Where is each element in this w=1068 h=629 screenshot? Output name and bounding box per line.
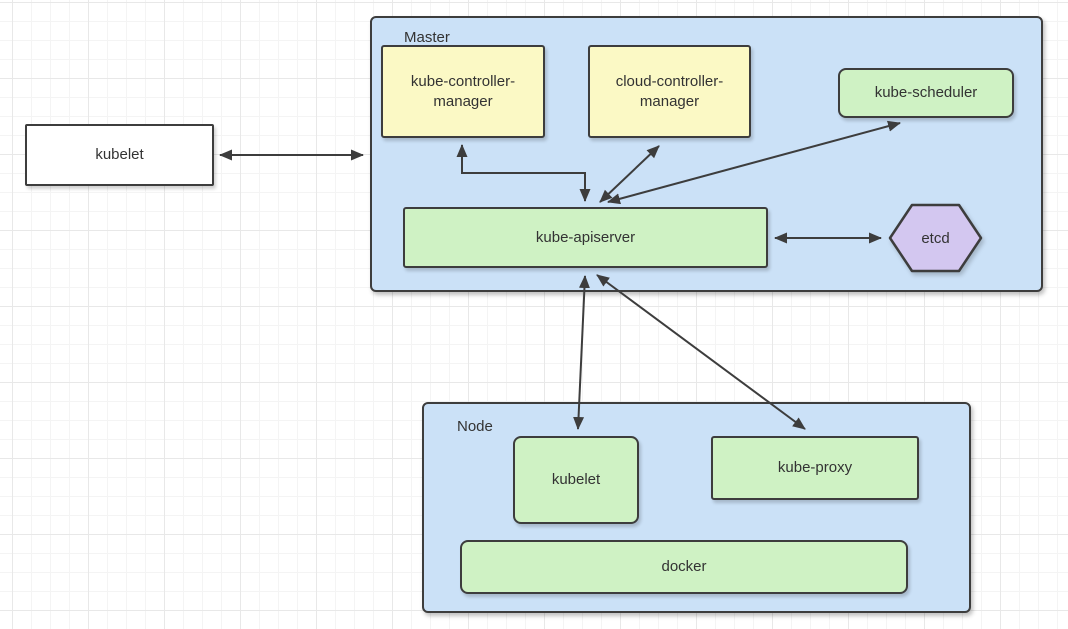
kube-apiserver-label: kube-apiserver [535,228,636,246]
docker-label: docker [661,558,707,576]
kube-apiserver-box: kube-apiserver [403,207,768,268]
etcd-label: etcd [921,229,950,247]
kube-proxy-box: kube-proxy [711,436,919,500]
master-label: Master [404,29,450,46]
etcd-hexagon: etcd [888,203,983,273]
cloud-controller-manager-box: cloud-controller-manager [588,45,751,138]
kubelet-node-box: kubelet [513,436,639,524]
kube-proxy-label: kube-proxy [777,459,853,477]
kubelet-external-label: kubelet [95,146,144,164]
kube-scheduler-label: kube-scheduler [874,84,978,102]
cloud-controller-manager-label: cloud-controller-manager [615,73,724,110]
kube-controller-manager-box: kube-controller-manager [381,45,545,138]
hexagon-shape-icon [888,203,983,273]
kube-controller-manager-label: kube-controller-manager [410,73,516,110]
kubelet-node-label: kubelet [551,471,601,489]
kubelet-external-box: kubelet [25,124,214,186]
docker-box: docker [460,540,908,594]
kube-scheduler-box: kube-scheduler [838,68,1014,118]
node-label: Node [457,418,493,435]
